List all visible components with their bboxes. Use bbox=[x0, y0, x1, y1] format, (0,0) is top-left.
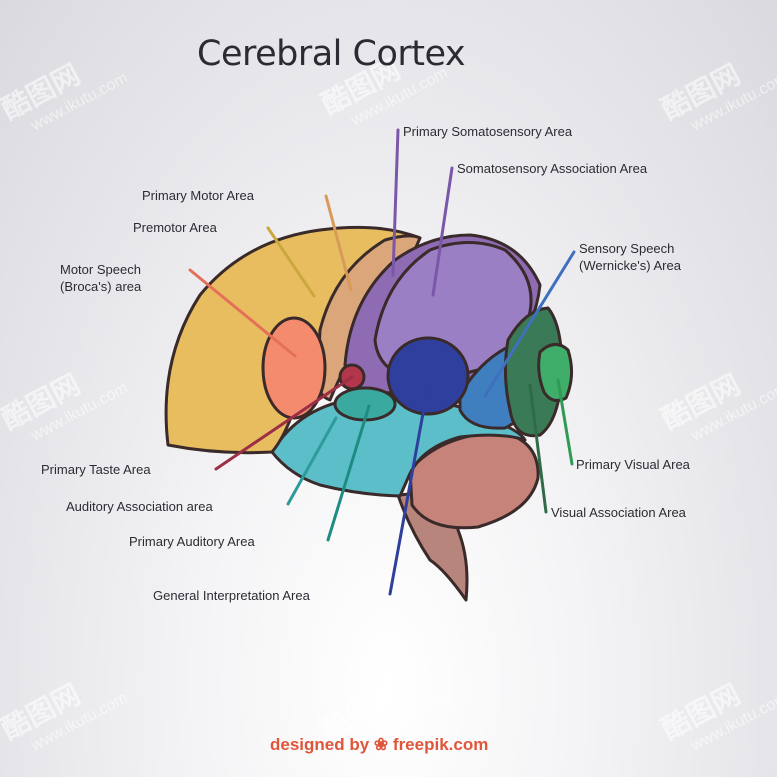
label-primary-somatosensory: Primary Somatosensory Area bbox=[403, 124, 573, 139]
label-primary-motor: Primary Motor Area bbox=[142, 188, 254, 203]
label-sensory-speech-line1: Sensory Speech bbox=[579, 241, 675, 256]
label-motor-speech: Motor Speech (Broca's) area bbox=[60, 261, 141, 295]
credit-brand: freepik.com bbox=[392, 735, 489, 754]
label-primary-auditory: Primary Auditory Area bbox=[129, 534, 255, 549]
label-general-interpretation: General Interpretation Area bbox=[153, 588, 310, 603]
label-primary-visual: Primary Visual Area bbox=[576, 457, 690, 472]
interpretation-region bbox=[386, 336, 470, 416]
pointer-auditory-association bbox=[286, 416, 338, 506]
pointer-sensory-speech bbox=[483, 250, 576, 398]
label-visual-association: Visual Association Area bbox=[551, 505, 686, 520]
pointer-general-interpretation bbox=[388, 384, 430, 596]
label-premotor: Premotor Area bbox=[133, 220, 217, 235]
pointer-premotor bbox=[266, 226, 316, 298]
pointer-primary-motor bbox=[324, 194, 353, 292]
pointer-visual-association bbox=[528, 383, 548, 514]
primary-visual-region bbox=[537, 343, 573, 402]
label-sensory-speech: Sensory Speech (Wernicke's) Area bbox=[579, 240, 681, 274]
pointer-primary-visual bbox=[556, 378, 574, 466]
pointer-motor-speech bbox=[188, 268, 297, 358]
pointer-primary-taste bbox=[214, 375, 354, 471]
pointer-primary-somatosensory bbox=[391, 128, 400, 277]
label-primary-taste: Primary Taste Area bbox=[41, 462, 151, 477]
label-motor-speech-line1: Motor Speech bbox=[60, 262, 141, 277]
label-somatosensory-association: Somatosensory Association Area bbox=[457, 161, 648, 176]
diagram-title: Cerebral Cortex bbox=[197, 34, 466, 74]
credit-prefix: designed by bbox=[270, 735, 370, 754]
pointer-primary-auditory bbox=[326, 404, 371, 542]
credit-line: designed by ❀ freepik.com bbox=[270, 735, 488, 755]
label-auditory-association: Auditory Association area bbox=[66, 499, 213, 514]
freepik-logo-icon: ❀ bbox=[373, 735, 389, 754]
label-sensory-speech-line2: (Wernicke's) Area bbox=[579, 258, 681, 273]
label-motor-speech-line2: (Broca's) area bbox=[60, 279, 142, 294]
pointer-somatosensory-association bbox=[431, 166, 454, 297]
